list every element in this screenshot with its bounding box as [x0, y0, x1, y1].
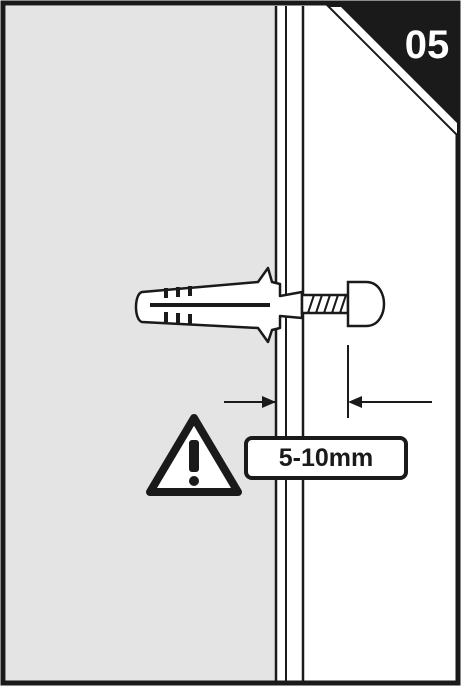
gap-dimension — [224, 345, 432, 418]
measurement-label-box: 5-10mm — [244, 436, 408, 480]
step-number: 05 — [405, 23, 450, 67]
step-badge: 05 — [325, 5, 459, 139]
wall-plug-icon — [134, 266, 304, 344]
measurement-label: 5-10mm — [279, 444, 374, 472]
warning-triangle-icon — [146, 414, 242, 496]
screw-icon — [300, 280, 386, 328]
wall — [6, 6, 276, 682]
